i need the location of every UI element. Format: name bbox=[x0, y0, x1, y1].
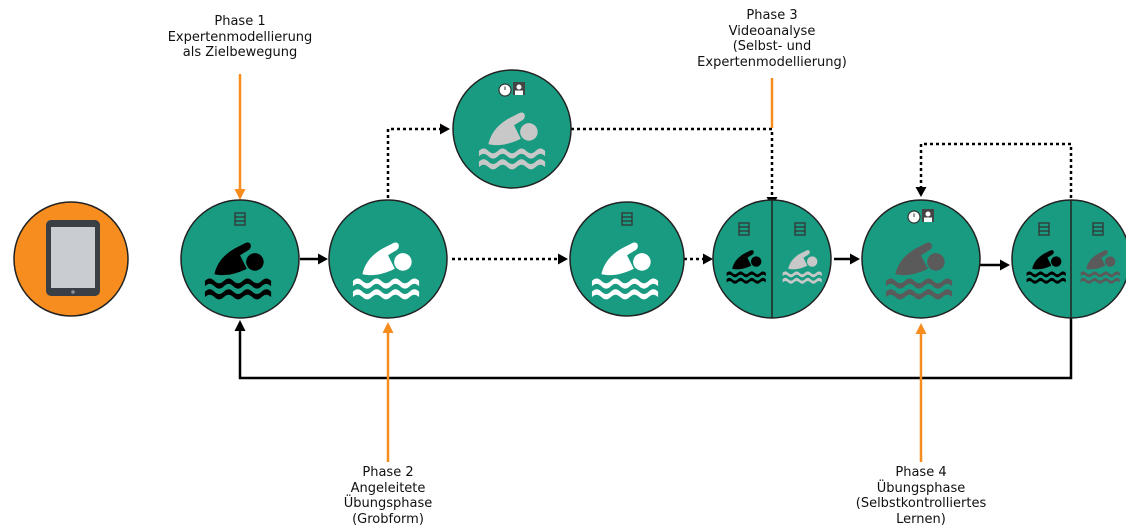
phase1-label: Phase 1 Expertenmodellierung als Zielbew… bbox=[167, 14, 313, 60]
circle-self-practice-top bbox=[452, 69, 572, 189]
dotted-arrow-circle3-to-circle5 bbox=[571, 127, 774, 198]
phase-pointers bbox=[234, 74, 927, 462]
circle-recorded-practice bbox=[569, 201, 685, 317]
circle-guided-practice bbox=[328, 199, 448, 319]
circle-comparison bbox=[1011, 199, 1126, 319]
dotted-loop-circle7-to-circle6 bbox=[919, 142, 1073, 198]
circle-self-controlled bbox=[861, 199, 981, 319]
tablet-circle bbox=[13, 201, 129, 317]
phase2-label: Phase 2 Angeleitete Übungsphase (Grobfor… bbox=[343, 465, 433, 527]
timer-person-icon bbox=[498, 82, 525, 97]
phase4-label: Phase 4 Übungsphase (Selbstkontrollierte… bbox=[855, 465, 987, 527]
dotted-arrow-circle2-to-circle3 bbox=[386, 127, 440, 198]
timer-person-icon bbox=[907, 209, 934, 224]
return-loop-arrow bbox=[238, 318, 1073, 380]
circle-video-analysis bbox=[712, 199, 832, 319]
circle-expert-model bbox=[180, 199, 300, 319]
phase3-label: Phase 3 Videoanalyse (Selbst- und Expert… bbox=[697, 8, 847, 70]
tablet-icon bbox=[46, 220, 100, 296]
